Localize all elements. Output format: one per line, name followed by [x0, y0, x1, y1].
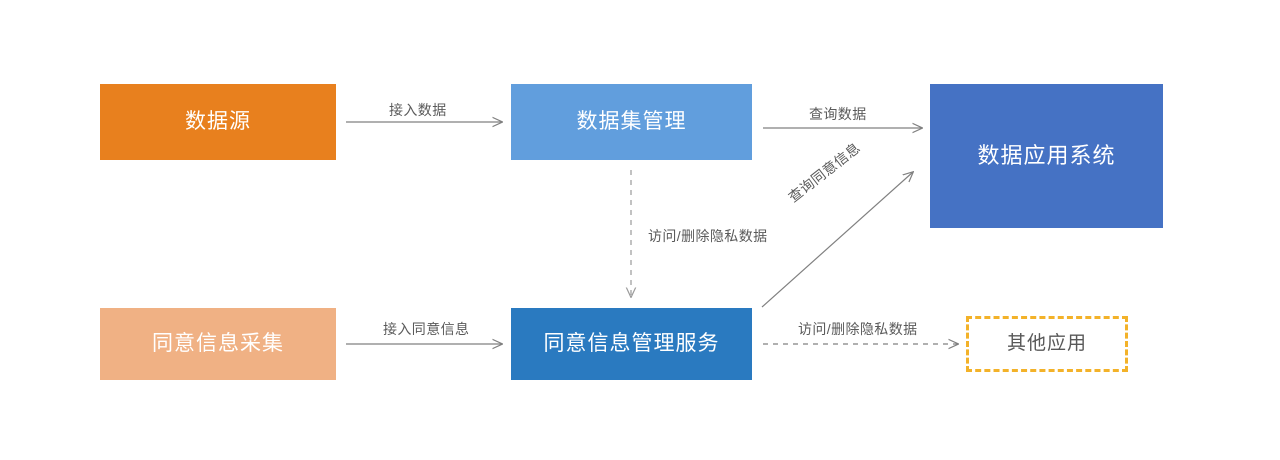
node-dataset-management-label: 数据集管理 [576, 109, 687, 133]
edge-label-access-delete-privacy-vertical: 访问/删除隐私数据 [648, 228, 768, 244]
node-consent-information-management-service[interactable]: 同意信息管理服务 [511, 308, 752, 380]
node-other-applications[interactable]: 其他应用 [966, 316, 1128, 372]
node-consent-information-collection-label: 同意信息采集 [152, 331, 284, 355]
node-data-application-system-label: 数据应用系统 [977, 143, 1116, 169]
node-data-source[interactable]: 数据源 [100, 84, 336, 160]
node-data-application-system[interactable]: 数据应用系统 [930, 84, 1163, 228]
edge-label-ingest-data: 接入数据 [389, 102, 447, 118]
node-dataset-management[interactable]: 数据集管理 [511, 84, 752, 160]
node-other-applications-label: 其他应用 [1006, 333, 1087, 355]
node-data-source-label: 数据源 [185, 109, 251, 133]
edge-label-query-consent: 查询同意信息 [785, 139, 864, 206]
edge-label-access-delete-privacy-other-apps: 访问/删除隐私数据 [798, 321, 918, 337]
node-consent-information-management-service-label: 同意信息管理服务 [543, 331, 720, 355]
edge-label-query-data: 查询数据 [809, 106, 867, 122]
node-consent-information-collection[interactable]: 同意信息采集 [100, 308, 336, 380]
edge-label-ingest-consent: 接入同意信息 [383, 321, 470, 337]
